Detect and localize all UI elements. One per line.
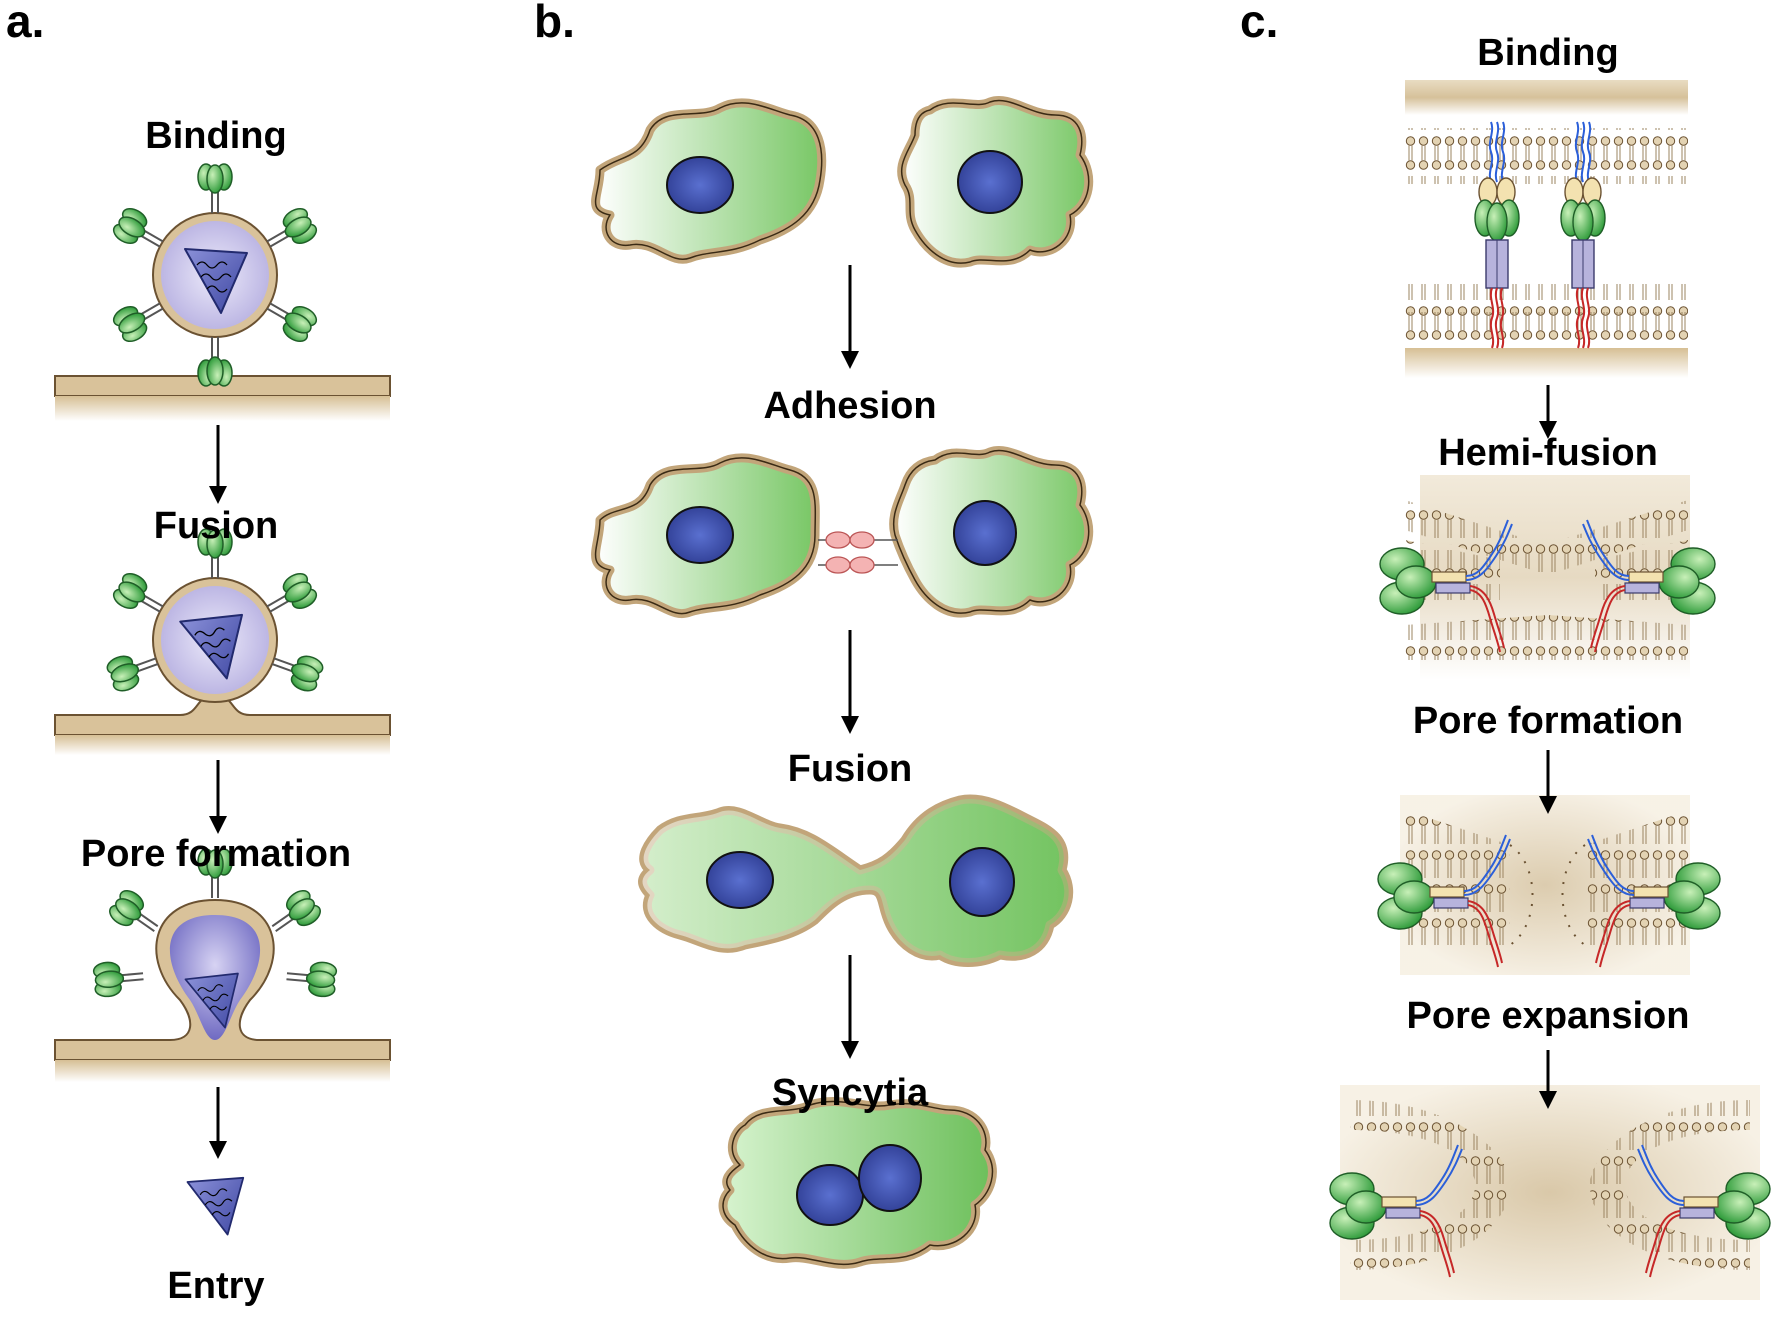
panel-a xyxy=(54,163,391,1240)
panel-label-c: c. xyxy=(1240,0,1279,47)
nucleus-b2-left xyxy=(666,506,734,564)
step-label-c-hemi-fusion: Hemi-fusion xyxy=(1438,432,1658,474)
step-label-a-entry: Entry xyxy=(167,1265,265,1307)
step-label-a-binding: Binding xyxy=(145,115,287,157)
nucleus-b3-right xyxy=(949,847,1015,917)
c-binding-diagram xyxy=(1405,80,1688,378)
nucleus-b3-left xyxy=(706,851,774,909)
c-hemifusion-diagram xyxy=(1379,475,1716,680)
step-label-c-binding: Binding xyxy=(1477,32,1619,74)
step-label-b-adhesion: Adhesion xyxy=(763,385,937,427)
panel-label-b: b. xyxy=(534,0,575,47)
virion-fusion xyxy=(103,528,327,703)
nucleus-b4-right xyxy=(858,1144,922,1212)
c-pore-formation-diagram xyxy=(1377,795,1721,975)
panel-b xyxy=(591,96,1094,1269)
virion-binding xyxy=(109,163,321,387)
panel-c xyxy=(1329,80,1771,1300)
step-label-a-pore-formation: Pore formation xyxy=(80,833,352,875)
panel-label-a: a. xyxy=(6,0,45,47)
nucleus-b2-right xyxy=(953,500,1017,566)
step-label-c-pore-formation: Pore formation xyxy=(1412,700,1684,742)
step-label-a-fusion: Fusion xyxy=(153,505,279,547)
nucleus-b1-left xyxy=(666,156,734,214)
nucleus-b4-left xyxy=(796,1164,864,1226)
step-label-b-syncytia: Syncytia xyxy=(771,1072,929,1114)
step-label-c-pore-expansion: Pore expansion xyxy=(1406,995,1690,1037)
c-pore-expansion-diagram xyxy=(1329,1085,1771,1300)
capsid-entry xyxy=(186,1173,252,1240)
step-label-b-fusion: Fusion xyxy=(787,748,913,790)
nucleus-b1-right xyxy=(957,150,1023,214)
adhesion-molecules xyxy=(818,531,898,574)
